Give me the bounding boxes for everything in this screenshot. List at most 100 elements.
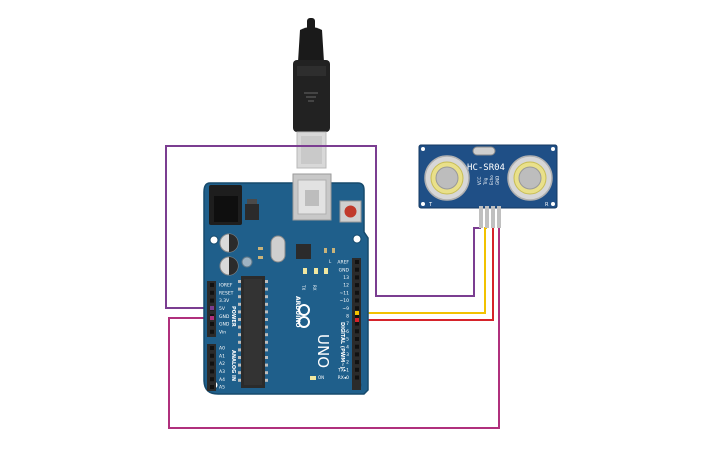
status-leds: TX RX L ON <box>301 259 332 380</box>
power-pin[interactable] <box>210 322 214 326</box>
power-pin-label: 5V <box>219 306 226 312</box>
power-pin[interactable] <box>210 298 214 303</box>
transducer-right <box>507 155 553 201</box>
power-pin[interactable] <box>210 329 214 334</box>
chip-leg <box>238 378 241 382</box>
digital-pin-label: 7 <box>346 321 349 327</box>
analog-pin-label: A2 <box>219 361 225 367</box>
digital-pin-label: 13 <box>343 275 349 281</box>
arduino-logo <box>298 304 310 328</box>
chip-leg <box>238 318 241 321</box>
digital-pin[interactable] <box>355 298 359 303</box>
analog-pin[interactable] <box>210 369 214 374</box>
digital-pin-label: AREF <box>337 260 349 266</box>
chip-leg <box>238 280 241 283</box>
digital-pin-label: 8 <box>346 314 349 320</box>
chip-leg <box>238 363 241 367</box>
chip-leg <box>265 348 268 352</box>
chip-leg <box>265 378 268 382</box>
analog-pin[interactable] <box>210 361 214 366</box>
digital-pin-label: 12 <box>343 283 349 289</box>
capacitors <box>219 233 253 276</box>
hc-sr04-sensor[interactable]: HC-SR04 T R VCC Trig Echo GND <box>418 144 558 228</box>
digital-pin[interactable] <box>355 275 359 280</box>
digital-pin[interactable] <box>355 290 359 295</box>
chip-leg <box>238 333 241 337</box>
analog-pin[interactable] <box>210 346 214 350</box>
digital-pin-label: ~5 <box>342 337 349 343</box>
analog-pin[interactable] <box>210 385 214 389</box>
chip-leg <box>265 280 268 283</box>
sensor-crystal <box>472 146 496 156</box>
digital-pin[interactable] <box>355 260 359 264</box>
chip-leg <box>265 295 268 299</box>
led-label-tx: TX <box>301 284 306 290</box>
analog-pin-label: A4 <box>219 377 225 383</box>
digital-pin[interactable] <box>355 367 359 372</box>
chip-leg <box>265 318 268 321</box>
chip-leg <box>265 356 268 359</box>
chip-leg <box>238 348 241 352</box>
chip-leg <box>265 340 268 344</box>
sensor-pin-label-vcc: VCC <box>477 176 482 185</box>
wire-gnd-gnd[interactable] <box>168 228 500 429</box>
chip-leg <box>265 333 268 337</box>
digital-pin-label: ~11 <box>340 290 350 296</box>
digital-pin[interactable] <box>355 360 359 365</box>
digital-pin[interactable] <box>355 321 359 326</box>
led-label-on: ON <box>318 375 324 380</box>
digital-pin[interactable] <box>355 267 359 272</box>
analog-pin[interactable] <box>210 353 214 358</box>
analog-header[interactable] <box>207 344 216 391</box>
chip-leg <box>265 371 268 375</box>
chip-leg <box>238 310 241 314</box>
digital-pin-label: ~9 <box>342 306 349 312</box>
digital-pin[interactable] <box>355 329 359 334</box>
usb-chip <box>296 244 311 259</box>
digital-pin[interactable] <box>355 313 359 318</box>
chip-leg <box>265 302 268 306</box>
power-pin-label: 3.3V <box>219 298 230 304</box>
power-jack <box>209 185 242 225</box>
brand-text: ARDUINO <box>294 296 301 327</box>
digital-pin-label: 4 <box>346 344 349 350</box>
analog-pin-label: A5 <box>219 385 225 391</box>
digital-pin[interactable] <box>355 375 359 380</box>
led-label-rx: RX <box>312 285 317 291</box>
wire-5v-vcc[interactable] <box>165 145 481 309</box>
digital-pin[interactable] <box>355 337 359 341</box>
chip-leg <box>238 302 241 306</box>
digital-pin[interactable] <box>355 352 359 357</box>
wire-pin8-echo[interactable] <box>357 228 494 321</box>
chip-leg <box>238 287 241 291</box>
digital-pin-label: RX◂0 <box>338 375 349 381</box>
digital-pin[interactable] <box>355 283 359 288</box>
analog-pin-label: A0 <box>219 346 225 352</box>
digital-pin[interactable] <box>355 306 359 311</box>
digital-pin-label: ~10 <box>340 298 350 304</box>
reset-button[interactable] <box>339 200 362 223</box>
chip-leg <box>238 340 241 344</box>
power-pin-label: GND <box>219 322 230 328</box>
transducer-left <box>424 155 470 201</box>
power-pin[interactable] <box>210 283 214 287</box>
digital-pin-label: TX▸1 <box>337 367 349 373</box>
chip-leg <box>265 310 268 314</box>
arduino-uno-board[interactable]: TX RX L ON ARDUINO UNO POWER ANALOG IN <box>203 173 369 395</box>
wire-endpoints <box>210 306 359 322</box>
analog-pin-label: A3 <box>219 369 225 375</box>
sensor-pin-label-gnd: GND <box>495 176 500 185</box>
digital-pin-label: 2 <box>346 360 349 366</box>
power-pin-label: Vin <box>219 329 226 335</box>
digital-pin[interactable] <box>355 344 359 349</box>
sensor-pin-labels: VCC Trig Echo GND <box>477 175 500 186</box>
led-label-l: L <box>329 259 332 264</box>
power-pin[interactable] <box>210 290 214 295</box>
sensor-pin-label-trig: Trig <box>483 177 488 186</box>
section-label-power: POWER <box>230 306 236 327</box>
sensor-pins[interactable] <box>479 206 501 228</box>
analog-pin[interactable] <box>210 377 214 382</box>
sensor-corner-left: T <box>428 202 433 208</box>
chip-leg <box>238 325 241 329</box>
